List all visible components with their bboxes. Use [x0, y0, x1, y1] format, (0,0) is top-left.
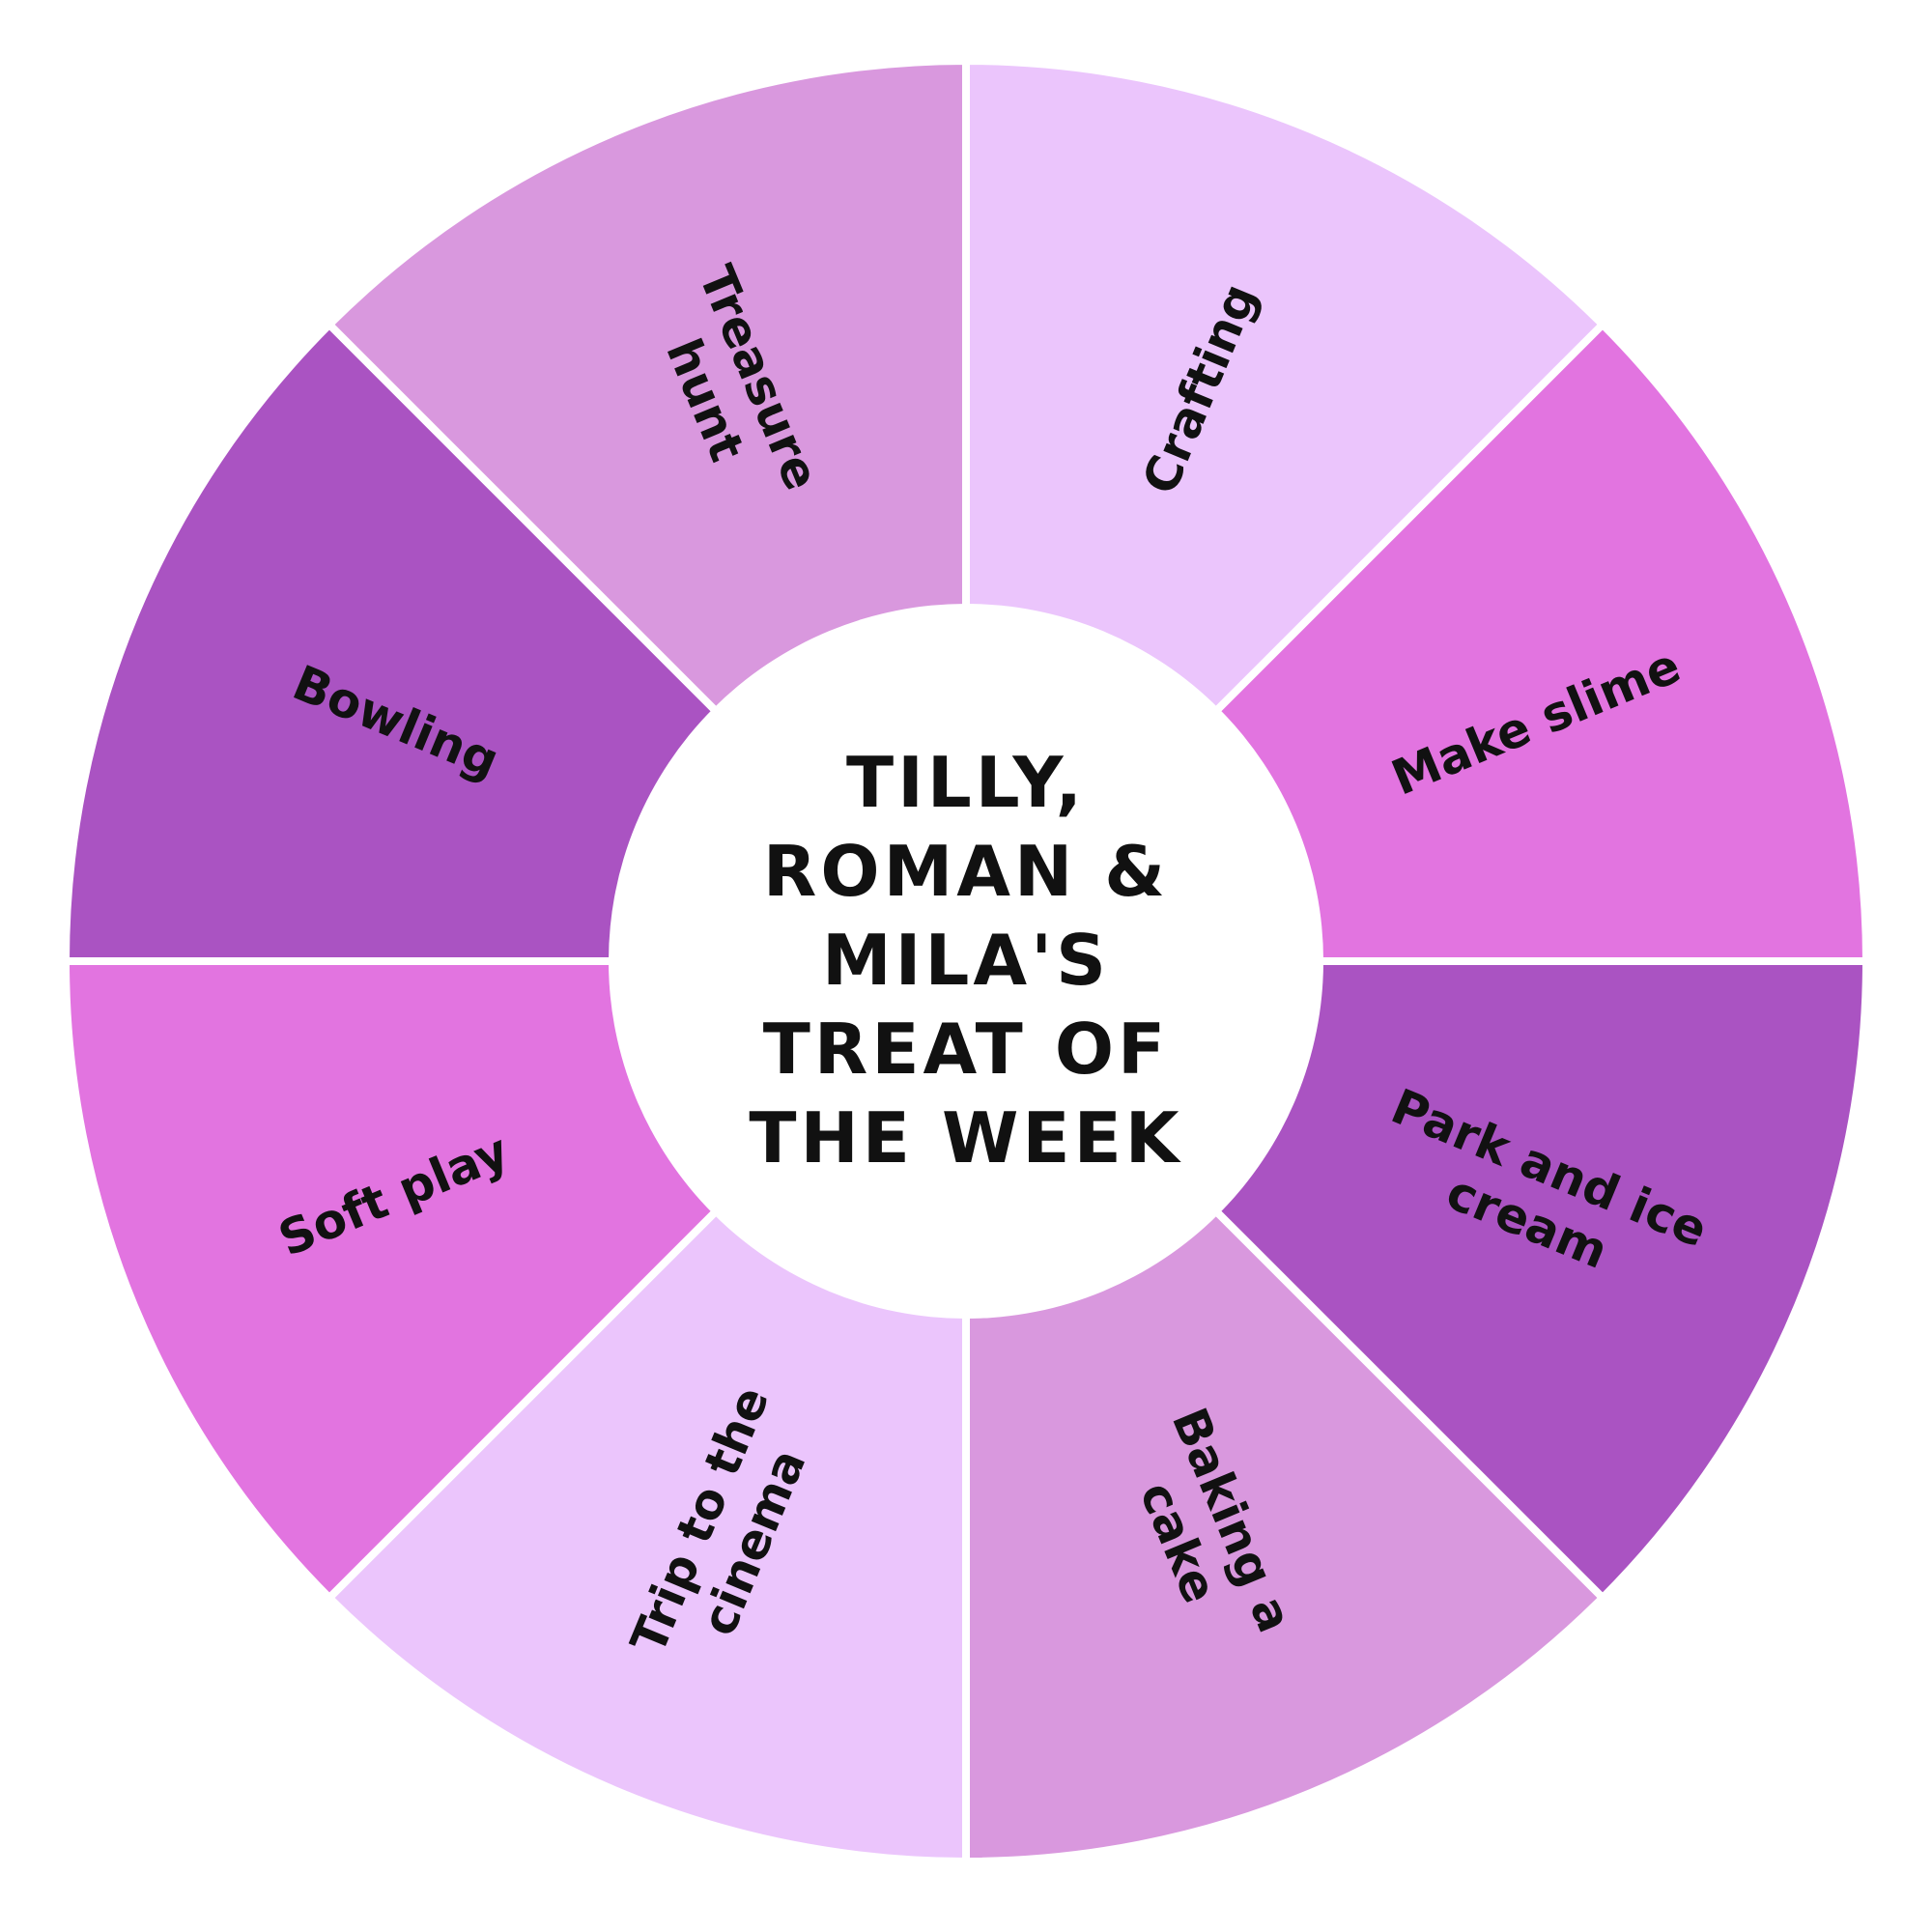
wheel-title-line: TREAT OF	[763, 1009, 1169, 1090]
wheel-title-line: THE WEEK	[749, 1097, 1182, 1179]
wheel-title-line: ROMAN &	[763, 831, 1169, 912]
wheel-title-line: TILLY,	[846, 742, 1086, 823]
center-disc	[609, 604, 1323, 1319]
wheel-title-line: MILA'S	[822, 920, 1110, 1001]
